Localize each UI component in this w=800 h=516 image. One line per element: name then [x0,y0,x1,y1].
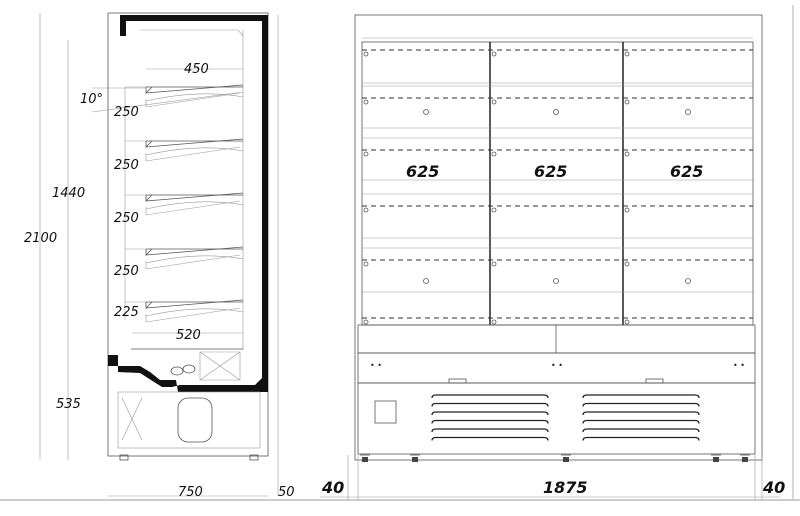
dim-section-width-2: 625 [534,162,567,181]
dim-total-width: 1875 [543,478,588,497]
dim-section-width-3: 625 [670,162,703,181]
dim-rear-gap: 50 [278,485,295,500]
shelf [125,246,244,270]
price-holder [685,278,691,284]
shelf [125,299,244,323]
svg-text:• •: • • [733,361,745,370]
foot-icon [740,454,750,462]
shelf-row [362,85,753,129]
dim-total-height: 2100 [24,231,57,246]
dim-base-height: 535 [56,397,81,412]
control-box[interactable] [374,400,397,424]
price-holder [553,278,559,284]
price-holder [553,109,559,115]
vent-grille [431,394,549,441]
dim-display-height: 1440 [52,186,85,201]
dim-shelf-spacing-1: 250 [114,105,139,120]
front-view: • • • • • • 625 625 625 40 1875 40 [320,14,785,500]
dim-shelf-spacing-5: 225 [114,305,139,320]
dim-side-left: 40 [321,478,344,497]
evaporator [199,351,241,381]
price-holder [423,109,429,115]
dim-base-shelf-depth: 520 [176,328,201,343]
shelf [125,138,244,162]
price-holder [423,278,429,284]
foot-icon [249,454,259,461]
dim-depth: 750 [178,485,203,500]
shelf-row [362,137,753,181]
fan-icon [170,366,184,376]
shelf-row [362,317,753,325]
shelf-row [362,193,753,239]
foot-icon [561,454,571,462]
machine-compartment [117,391,261,449]
dim-section-width-1: 625 [406,162,439,181]
compressor-icon [177,397,213,443]
kick-panel [357,324,756,354]
price-holder [685,109,691,115]
dim-shelf-angle: 10° [80,92,103,107]
foot-icon [711,454,721,462]
foot-icon [410,454,420,462]
svg-text:• •: • • [370,361,382,370]
side-view: 450 10° 250 250 250 250 225 520 1440 210… [24,12,295,500]
shelf [125,84,244,108]
front-outline [354,14,763,461]
dim-side-right: 40 [762,478,785,497]
dim-shelf-spacing-3: 250 [114,211,139,226]
foot-icon [360,454,370,462]
shelf-row [362,247,753,293]
dim-shelf-spacing-4: 250 [114,264,139,279]
vent-grille [582,394,700,441]
foot-icon [119,454,129,461]
svg-text:• •: • • [551,361,563,370]
shelf [125,192,244,216]
machine-panel[interactable] [357,382,756,455]
dim-shelf-depth: 450 [184,62,209,77]
shelf-row [362,37,753,84]
dim-shelf-spacing-2: 250 [114,158,139,173]
